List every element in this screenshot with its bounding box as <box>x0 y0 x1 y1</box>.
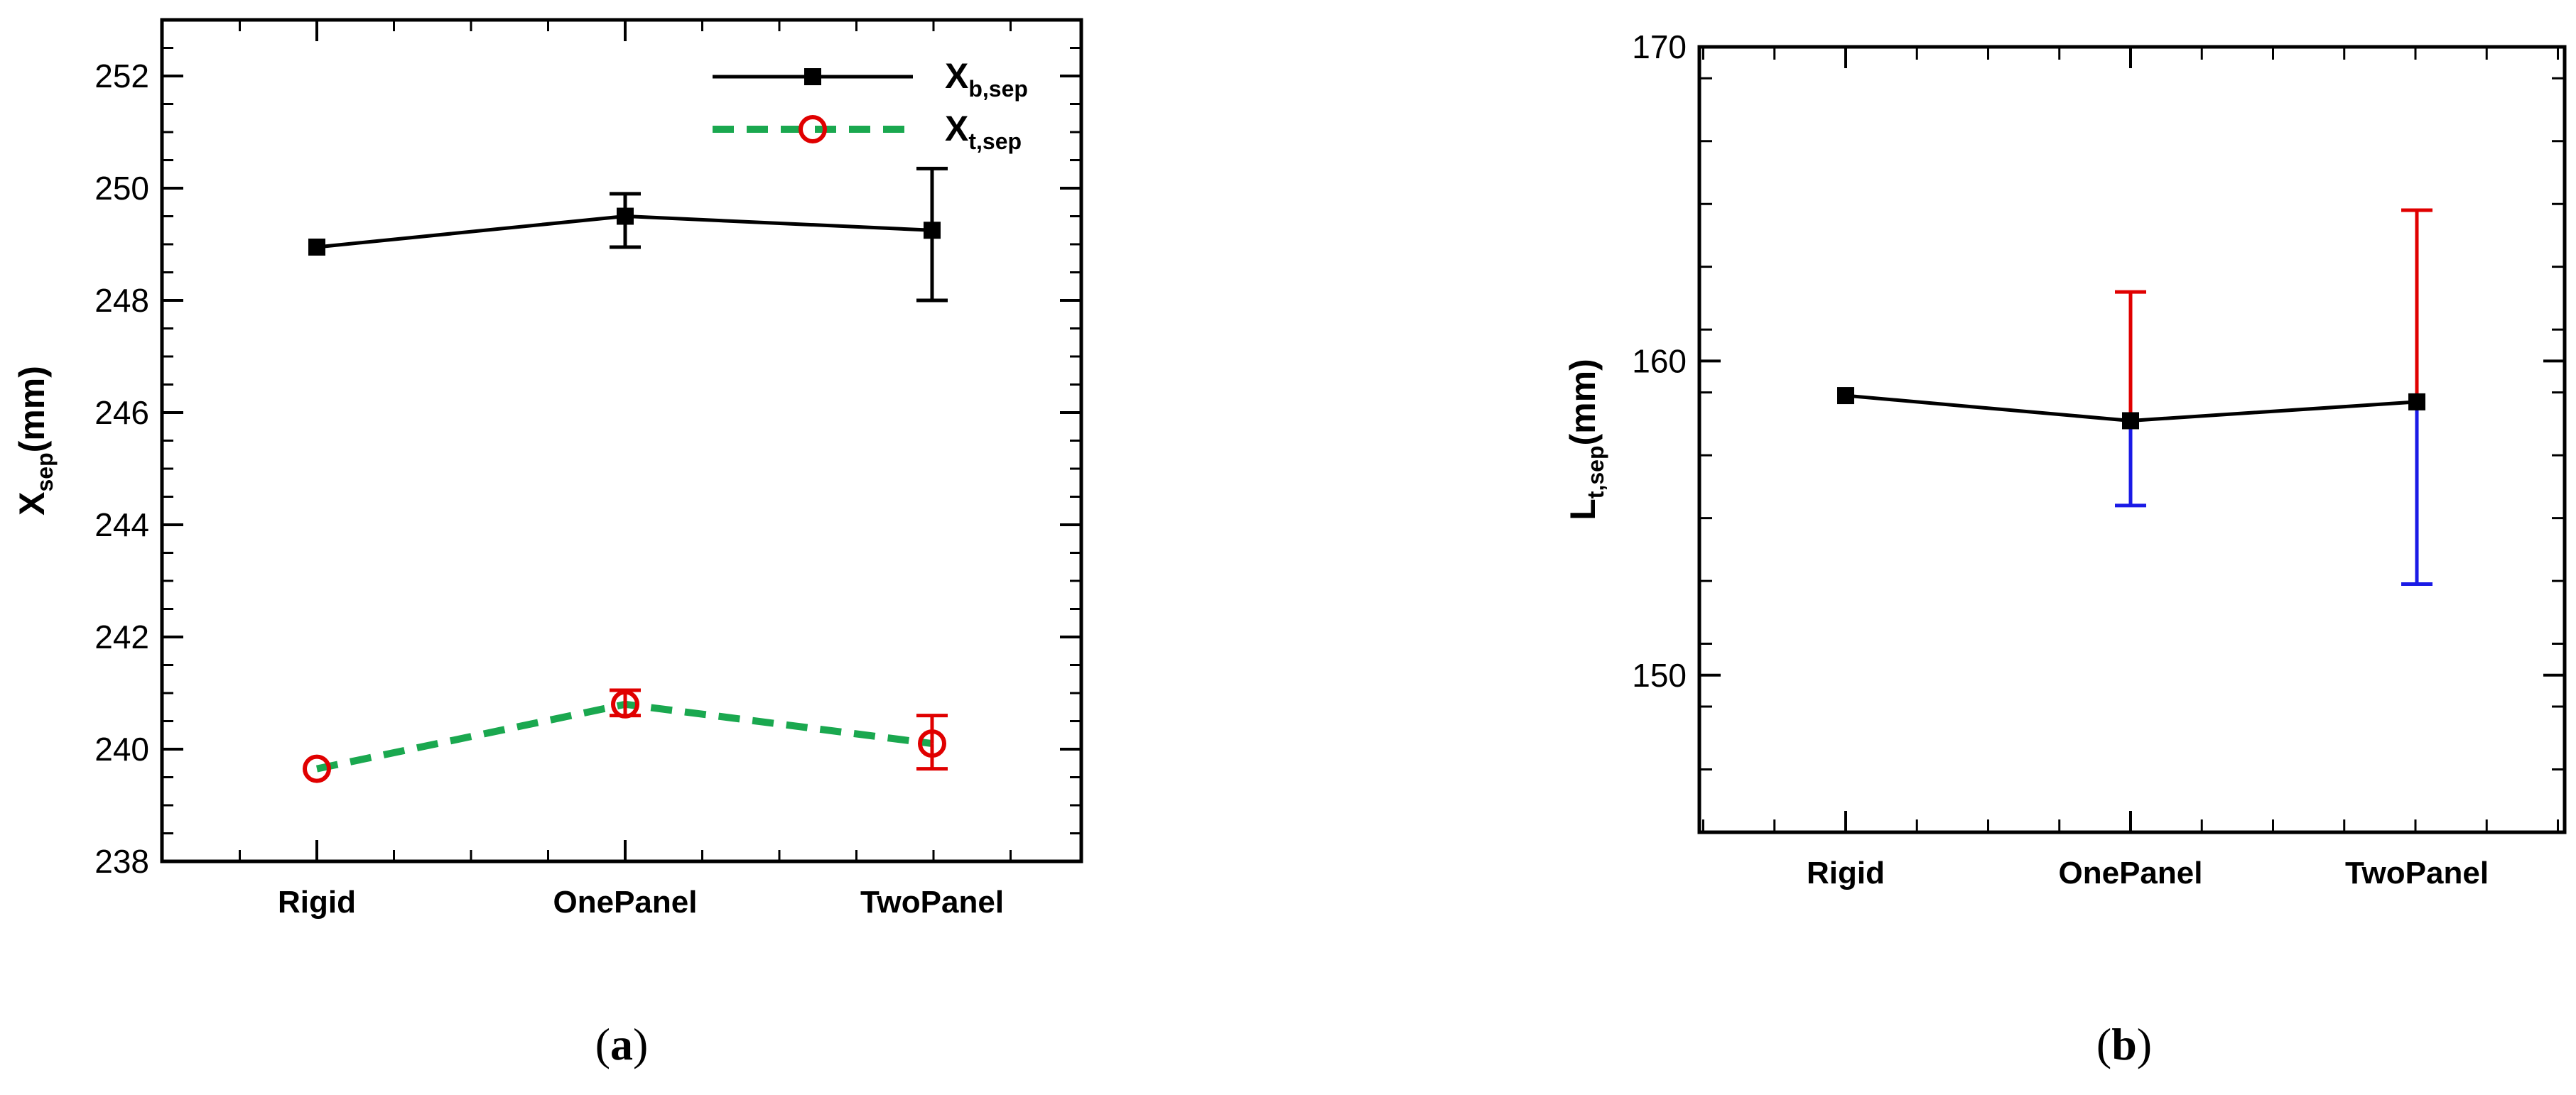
y-tick-label: 238 <box>94 843 149 880</box>
y-axis-title-sub: t,sep <box>1583 445 1608 499</box>
caption-close: ) <box>633 1019 648 1069</box>
legend-1-marker <box>799 115 827 143</box>
y-tick-label: 248 <box>94 282 149 319</box>
y-tick-label: 244 <box>94 506 149 543</box>
x-tick-label: Rigid <box>278 885 356 920</box>
legend-0-marker <box>804 68 821 85</box>
caption-letter: a <box>610 1019 633 1069</box>
series-0-marker <box>924 222 941 239</box>
caption-open: ( <box>595 1019 610 1069</box>
legend-1-label-sub: t,sep <box>968 129 1022 154</box>
y-tick-label: 242 <box>94 619 149 655</box>
panel-caption-0: (a) <box>595 1019 649 1069</box>
legend-1-label: Xt,sep <box>945 109 1022 154</box>
legend-0-label: Xb,sep <box>945 56 1028 102</box>
legend-0-label-sub: b,sep <box>968 76 1028 102</box>
series-1-marker <box>918 729 946 758</box>
y-axis-title-sub: sep <box>32 452 58 491</box>
x-tick-label: OnePanel <box>2059 856 2203 890</box>
series-0-marker <box>308 238 325 256</box>
y-axis-title-main: L <box>1563 499 1603 521</box>
series-1-marker <box>611 690 639 719</box>
series-0-marker <box>2122 412 2139 430</box>
y-tick-label: 246 <box>94 394 149 431</box>
x-tick-label: TwoPanel <box>2345 856 2489 890</box>
y-axis-title-unit: (mm) <box>12 366 52 452</box>
caption-letter: b <box>2111 1019 2137 1069</box>
panel-caption-1: (b) <box>2096 1019 2152 1069</box>
series-1-marker <box>303 754 331 783</box>
caption-open: ( <box>2096 1019 2111 1069</box>
y-tick-label: 150 <box>1632 657 1687 694</box>
y-tick-label: 252 <box>94 58 149 94</box>
legend-0-label-main: X <box>945 56 968 96</box>
y-axis-title: Lt,sep(mm) <box>1563 359 1608 520</box>
y-axis-title-main: X <box>12 492 52 516</box>
y-tick-label: 160 <box>1632 342 1687 379</box>
series-0-marker <box>2408 393 2425 410</box>
y-tick-label: 250 <box>94 170 149 207</box>
y-axis-title: Xsep(mm) <box>12 366 58 516</box>
x-tick-label: Rigid <box>1807 856 1885 890</box>
caption-close: ) <box>2137 1019 2152 1069</box>
y-tick-label: 240 <box>94 731 149 768</box>
y-axis-title-unit: (mm) <box>1563 359 1603 445</box>
series-0-marker <box>617 207 634 225</box>
x-tick-label: OnePanel <box>553 885 698 920</box>
legend-1-label-main: X <box>945 109 968 148</box>
series-0-marker <box>1837 387 1854 405</box>
y-tick-label: 170 <box>1632 28 1687 65</box>
x-tick-label: TwoPanel <box>860 885 1004 920</box>
